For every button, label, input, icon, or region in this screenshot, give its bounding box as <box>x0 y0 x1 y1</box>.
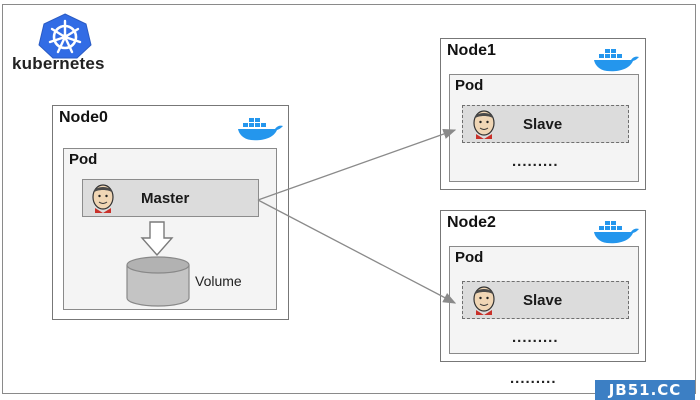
node1-box: Node1 Pod Slave ......... <box>440 38 646 190</box>
pod-label: Pod <box>455 77 484 94</box>
jenkins-icon <box>92 184 114 213</box>
node1-label: Node1 <box>447 42 496 59</box>
master-to-node2-arrow <box>257 199 457 304</box>
node1-pod: Pod Slave ......... <box>449 74 639 182</box>
docker-whale-icon <box>594 221 639 244</box>
site-watermark: JB51.CC <box>595 380 695 400</box>
more-nodes-ellipsis: ......... <box>510 370 557 387</box>
cluster-frame <box>2 4 696 394</box>
master-agent-box: Master <box>82 179 259 217</box>
node2-label: Node2 <box>447 214 496 231</box>
docker-whale-icon <box>594 49 639 72</box>
jenkins-icon <box>473 286 495 315</box>
jenkins-icon <box>473 110 495 139</box>
slave-label: Slave <box>523 292 563 309</box>
master-to-node1-arrow <box>257 129 457 201</box>
master-label: Master <box>141 190 190 207</box>
slave-agent-box: Slave <box>462 281 629 319</box>
docker-whale-icon <box>238 118 283 141</box>
volume-label: Volume <box>195 273 242 289</box>
mount-down-arrow <box>140 221 174 257</box>
node0-label: Node0 <box>59 109 108 126</box>
pod-label: Pod <box>455 249 484 266</box>
slave-label: Slave <box>523 116 563 133</box>
slave-agent-box: Slave <box>462 105 629 143</box>
volume-cylinder-icon <box>126 256 190 307</box>
node2-pod: Pod Slave ......... <box>449 246 639 354</box>
more-pods-ellipsis: ......... <box>512 329 559 346</box>
kubernetes-wordmark: kubernetes <box>12 54 105 73</box>
more-pods-ellipsis: ......... <box>512 153 559 170</box>
pod-label: Pod <box>69 151 98 168</box>
node2-box: Node2 Pod Slave ......... <box>440 210 646 362</box>
kubernetes-logo-icon <box>38 13 92 59</box>
